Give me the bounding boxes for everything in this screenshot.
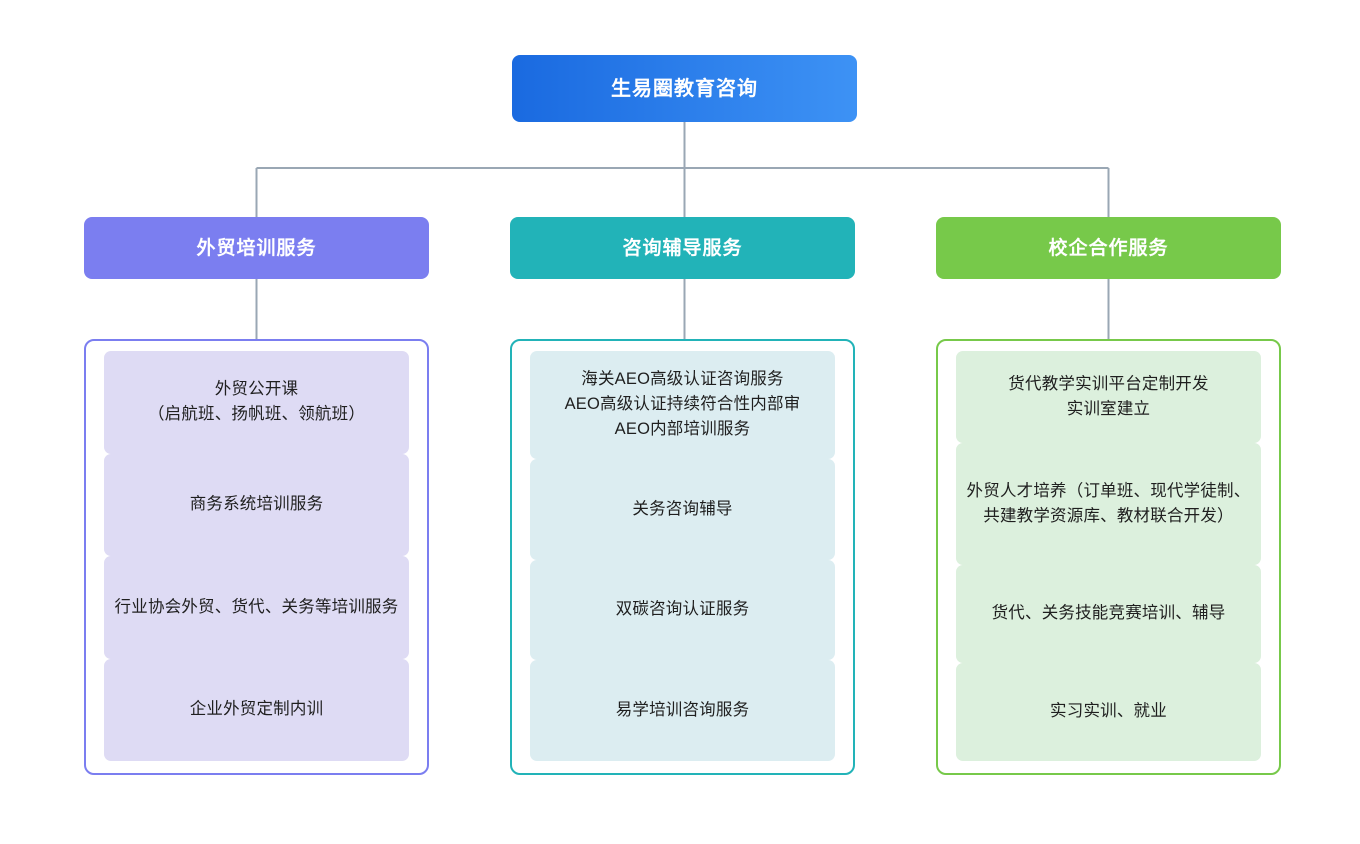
leaf-card[interactable]: 企业外贸定制内训	[104, 658, 409, 761]
leaf-card-label: 易学培训咨询服务	[615, 701, 750, 720]
leaf-card-label: 企业外贸定制内训	[189, 700, 324, 719]
leaf-card-label: 外贸公开课 （启航班、扬帆班、领航班）	[147, 380, 366, 424]
leaf-card[interactable]: 实习实训、就业	[956, 663, 1261, 761]
leaf-card-label: 关务咨询辅导	[632, 499, 733, 518]
leaf-card[interactable]: 外贸人才培养（订单班、现代学徒制、共建教学资源库、教材联合开发）	[956, 442, 1261, 566]
leaf-card[interactable]: 双碳咨询认证服务	[530, 559, 835, 661]
leaf-card[interactable]: 关务咨询辅导	[530, 458, 835, 560]
leaf-card[interactable]: 海关AEO高级认证咨询服务 AEO高级认证持续符合性内部审 AEO内部培训服务	[530, 351, 835, 459]
branch-header-0[interactable]: 外贸培训服务	[84, 217, 429, 279]
leaf-card[interactable]: 商务系统培训服务	[104, 453, 409, 556]
leaf-card[interactable]: 外贸公开课 （启航班、扬帆班、领航班）	[104, 351, 409, 454]
branch-column-xiaoqi-hezuo: 校企合作服务 货代教学实训平台定制开发 实训室建立 外贸人才培养（订单班、现代学…	[936, 217, 1281, 775]
leaf-card-label: 实习实训、就业	[1050, 702, 1167, 721]
root-node-label: 生易圈教育咨询	[611, 77, 758, 100]
branch-column-zixun-fudao: 咨询辅导服务 海关AEO高级认证咨询服务 AEO高级认证持续符合性内部审 AEO…	[510, 217, 855, 775]
leaf-card[interactable]: 易学培训咨询服务	[530, 660, 835, 761]
branch-header-1[interactable]: 咨询辅导服务	[510, 217, 855, 279]
branch-group-box-0: 外贸公开课 （启航班、扬帆班、领航班） 商务系统培训服务 行业协会外贸、货代、关…	[84, 339, 429, 775]
leaf-card-label: 货代、关务技能竞赛培训、辅导	[991, 604, 1226, 623]
leaf-card[interactable]: 行业协会外贸、货代、关务等培训服务	[104, 556, 409, 659]
branch-group-box-2: 货代教学实训平台定制开发 实训室建立 外贸人才培养（订单班、现代学徒制、共建教学…	[936, 339, 1281, 775]
branch-group-box-1: 海关AEO高级认证咨询服务 AEO高级认证持续符合性内部审 AEO内部培训服务 …	[510, 339, 855, 775]
branch-header-label-2: 校企合作服务	[1048, 237, 1169, 259]
leaf-card-label: 货代教学实训平台定制开发 实训室建立	[1008, 374, 1209, 418]
leaf-card-label: 外贸人才培养（订单班、现代学徒制、共建教学资源库、教材联合开发）	[966, 481, 1251, 525]
root-node[interactable]: 生易圈教育咨询	[512, 55, 857, 122]
leaf-card-label: 海关AEO高级认证咨询服务 AEO高级认证持续符合性内部审 AEO内部培训服务	[564, 370, 801, 439]
branch-header-label-0: 外贸培训服务	[196, 237, 317, 259]
leaf-card-label: 行业协会外贸、货代、关务等培训服务	[114, 597, 399, 616]
branch-header-label-1: 咨询辅导服务	[622, 237, 743, 259]
leaf-card[interactable]: 货代教学实训平台定制开发 实训室建立	[956, 351, 1261, 443]
leaf-card-label: 商务系统培训服务	[189, 495, 324, 514]
leaf-card[interactable]: 货代、关务技能竞赛培训、辅导	[956, 565, 1261, 664]
branch-header-2[interactable]: 校企合作服务	[936, 217, 1281, 279]
branch-column-waimao-peixun: 外贸培训服务 外贸公开课 （启航班、扬帆班、领航班） 商务系统培训服务 行业协会…	[84, 217, 429, 775]
leaf-card-label: 双碳咨询认证服务	[615, 600, 750, 619]
